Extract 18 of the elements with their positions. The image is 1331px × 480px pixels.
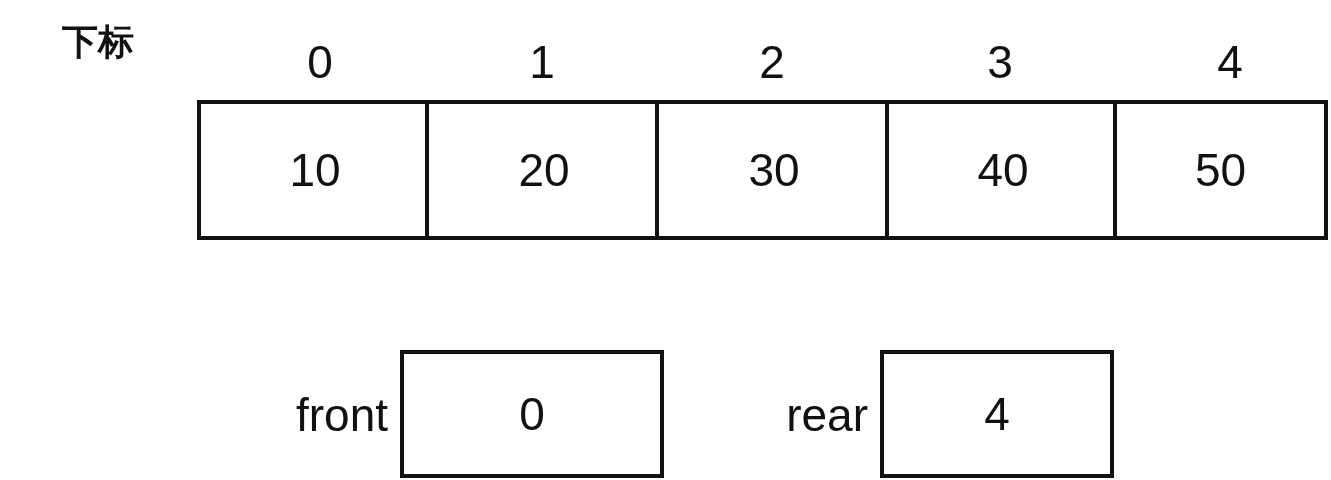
variable-name: front <box>295 388 388 442</box>
variable-box <box>880 350 1114 478</box>
cell-value: 4 <box>984 387 1010 441</box>
variable-name: rear <box>786 388 868 442</box>
index-number: 3 <box>987 35 1013 89</box>
cell-value: 40 <box>977 143 1029 197</box>
index-number: 4 <box>1217 35 1243 89</box>
cell-value: 30 <box>748 143 800 197</box>
index-heading: 下标 <box>62 19 134 64</box>
variable-box <box>400 350 664 478</box>
array-cell <box>1113 100 1328 240</box>
index-number: 0 <box>307 35 333 89</box>
cell-value: 50 <box>1194 143 1247 197</box>
index-number: 1 <box>529 35 555 89</box>
cell-value: 10 <box>289 143 341 197</box>
cell-value: 0 <box>519 387 545 441</box>
cell-value: 20 <box>518 143 570 197</box>
index-number: 2 <box>759 35 785 89</box>
